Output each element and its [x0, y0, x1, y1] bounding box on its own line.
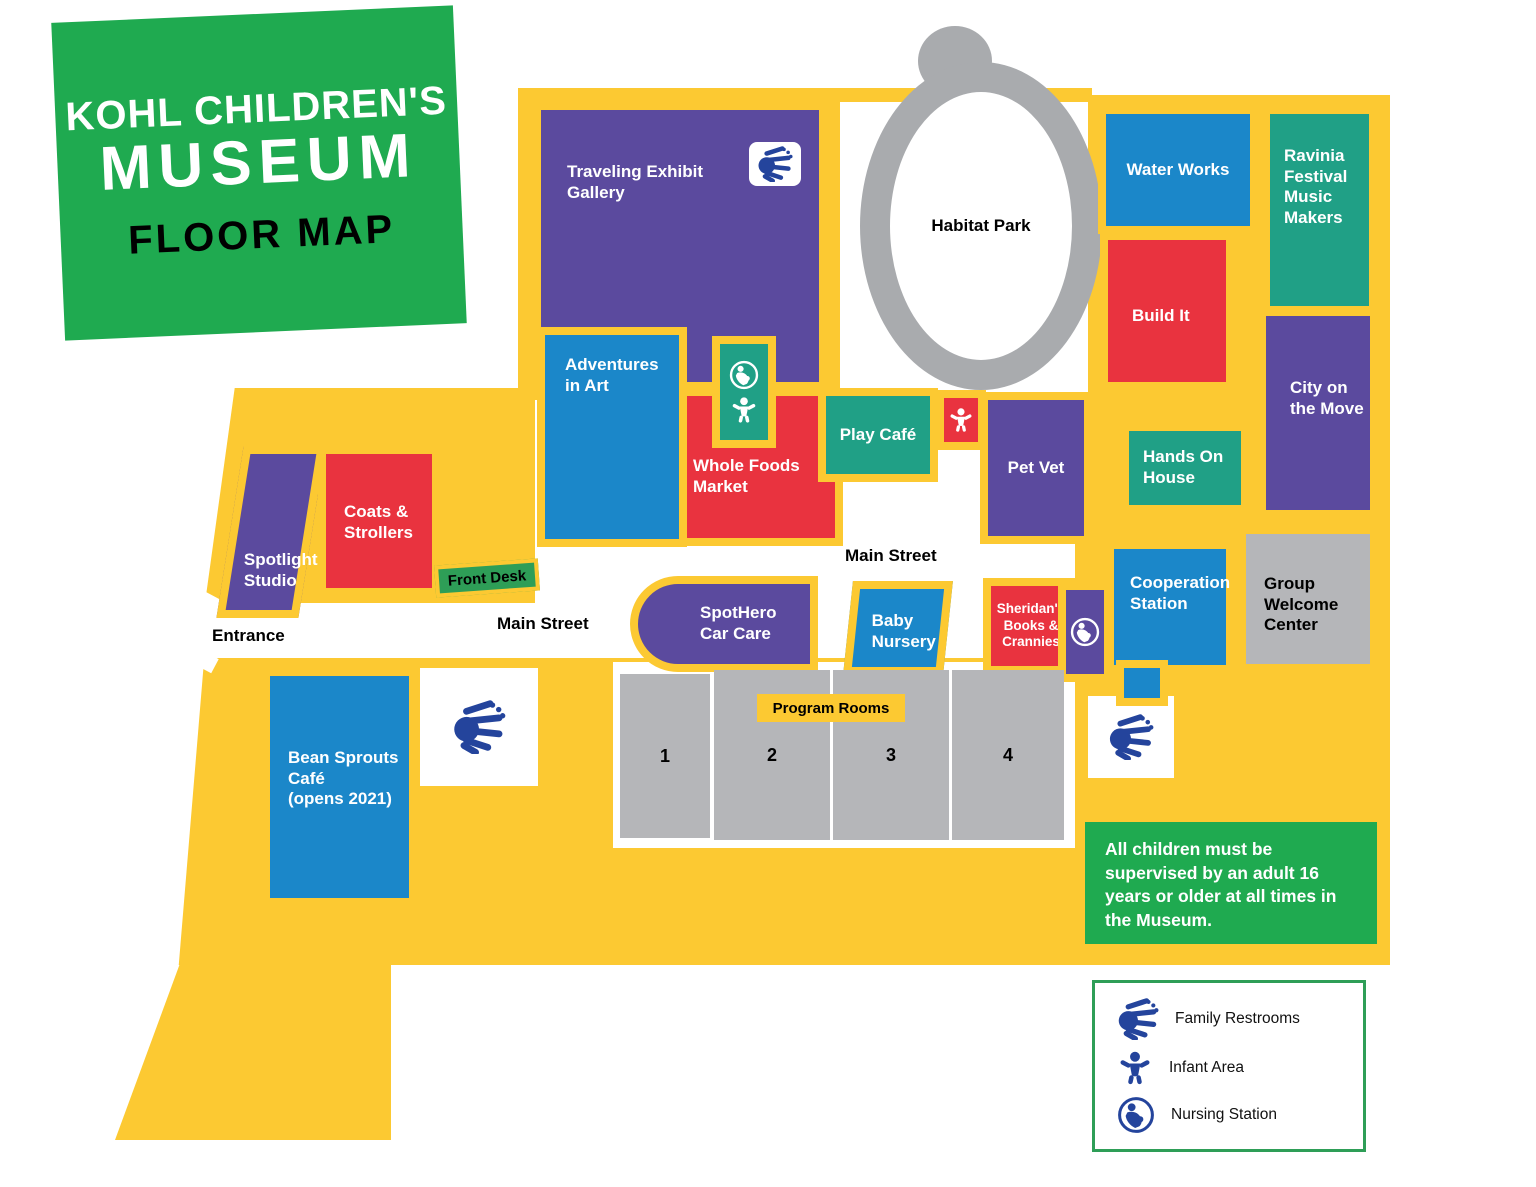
room-baby-nursery: Baby Nursery	[843, 581, 953, 675]
family-restroom-area-west	[420, 668, 538, 786]
room-pet-vet: Pet Vet	[980, 392, 1092, 544]
program-room-number: 3	[885, 744, 896, 765]
family-restrooms-icon	[452, 700, 506, 754]
supervision-notice: All children must be supervised by an ad…	[1085, 822, 1377, 944]
program-room-number: 1	[659, 745, 670, 766]
legend-item-family-restrooms: Family Restrooms	[1117, 998, 1341, 1040]
entrance-label: Entrance	[212, 626, 285, 645]
legend: Family Restrooms Infant Area Nursing Sta…	[1092, 980, 1366, 1152]
room-label: Group Welcome Center	[1264, 574, 1339, 635]
room-spothero-car-care: SpotHero Car Care	[630, 576, 818, 672]
room-label-note: (opens 2021)	[288, 789, 392, 809]
family-restroom-badge	[749, 142, 801, 186]
room-habitat-park: Habitat Park	[860, 62, 1102, 390]
logo-subtitle: FLOOR MAP	[127, 207, 397, 263]
room-label: Water Works	[1126, 159, 1230, 179]
room-water-works: Water Works	[1098, 106, 1258, 234]
room-label: Sheridan's Books & Crannies	[996, 601, 1066, 650]
program-room-number: 4	[1002, 744, 1013, 765]
cooperation-station-extension	[1116, 660, 1168, 706]
room-bean-sprouts-cafe: Bean Sprouts Café (opens 2021)	[262, 668, 417, 906]
room-hands-on-house: Hands On House	[1121, 423, 1249, 513]
program-room-number: 2	[766, 744, 777, 765]
program-room-4: 4	[952, 670, 1064, 840]
floor-area-bottom-left-lobe	[115, 960, 391, 1140]
infant-area-icon	[1117, 1050, 1153, 1086]
logo-panel: KOHL CHILDREN'S MUSEUM FLOOR MAP	[51, 5, 467, 341]
family-restrooms-icon	[757, 146, 793, 182]
room-cooperation-station: Cooperation Station	[1106, 541, 1234, 673]
program-rooms-title: Program Rooms	[772, 699, 890, 717]
nursing-station-block	[1058, 582, 1112, 682]
room-label: Pet Vet	[1007, 457, 1065, 477]
supervision-notice-text: All children must be supervised by an ad…	[1105, 839, 1337, 930]
room-label: Hands On House	[1143, 447, 1224, 487]
legend-label: Nursing Station	[1171, 1106, 1277, 1123]
nursing-station-icon	[1070, 617, 1100, 647]
main-street-label-upper: Main Street	[845, 546, 937, 565]
room-label: Bean Sprouts Café (opens 2021)	[288, 748, 406, 810]
room-label: Baby Nursery	[871, 611, 936, 651]
program-room-1: 1	[620, 674, 710, 838]
room-label: Play Café	[839, 424, 917, 444]
legend-label: Family Restrooms	[1175, 1010, 1300, 1027]
nursing-station-icon	[1117, 1096, 1155, 1134]
front-desk-label: Front Desk	[447, 566, 527, 590]
room-label: City on the Move	[1290, 378, 1364, 418]
room-group-welcome-center: Group Welcome Center	[1238, 526, 1378, 672]
room-label: Habitat Park	[931, 216, 1031, 235]
main-street-label-lower: Main Street	[497, 614, 589, 633]
room-coats-and-strollers: Coats & Strollers	[318, 446, 440, 596]
room-adventures-in-art: Adventures in Art	[537, 327, 687, 547]
infant-area-icon	[948, 407, 974, 433]
room-build-it: Build It	[1100, 232, 1234, 390]
room-label: Cooperation Station	[1130, 573, 1231, 613]
family-restrooms-icon	[1117, 998, 1159, 1040]
room-label: Spotlight Studio	[243, 550, 318, 590]
logo-title-line2: MUSEUM	[98, 121, 419, 204]
entrance-opening-mark	[165, 634, 219, 674]
room-label: Build It	[1132, 306, 1190, 325]
program-rooms-label: Program Rooms	[757, 694, 905, 722]
room-label: Ravinia Festival Music Makers	[1284, 146, 1348, 228]
family-restrooms-icon	[1108, 714, 1154, 760]
legend-item-infant-area: Infant Area	[1117, 1050, 1341, 1086]
room-city-on-the-move: City on the Move	[1258, 308, 1378, 518]
room-play-cafe: Play Café	[818, 388, 938, 482]
legend-item-nursing-station: Nursing Station	[1117, 1096, 1341, 1134]
room-label: Coats & Strollers	[344, 502, 413, 542]
infant-area-block	[936, 390, 986, 450]
room-label-name: Bean Sprouts Café	[288, 748, 399, 788]
infant-area-icon	[730, 396, 758, 424]
infant-nursing-block	[712, 336, 776, 448]
room-ravinia-festival-music-makers: Ravinia Festival Music Makers	[1262, 106, 1377, 314]
legend-label: Infant Area	[1169, 1059, 1244, 1076]
room-label: Traveling Exhibit Gallery	[567, 162, 704, 202]
room-label: SpotHero Car Care	[700, 603, 777, 643]
family-restroom-area-east	[1088, 696, 1174, 778]
room-label: Adventures in Art	[565, 355, 659, 395]
room-label: Whole Foods Market	[693, 456, 800, 496]
nursing-station-icon	[729, 360, 759, 390]
